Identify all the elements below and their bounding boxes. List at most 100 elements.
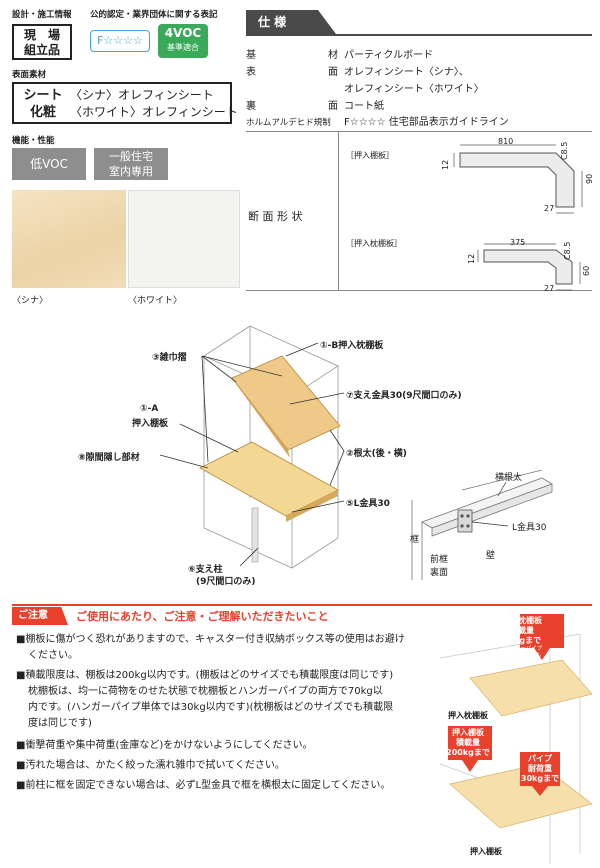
section2-title: ［押入枕棚板］ — [346, 239, 402, 248]
section2-thickness: 12 — [467, 253, 476, 264]
section2-depth: 60 — [582, 265, 591, 276]
load-makura: 押入枕棚板 積載量 70kgまで (ハンガーパイプ に用した荷重も 含みます。) — [486, 616, 558, 667]
section1-chamfer: C8.5 — [560, 141, 569, 160]
notice-line: ください。 — [28, 650, 78, 661]
spec-row-hyomen-2: オレフィンシート〈ホワイト〉 — [344, 84, 484, 95]
label-tana-shelf: 押入棚板 — [470, 847, 502, 856]
notice-line: 度は同じです) — [28, 718, 92, 729]
spec-value: オレフィンシート〈シナ〉、 — [344, 67, 469, 78]
notice-rule — [12, 604, 592, 606]
notice-line: ■積載限度は、棚板は200kg以内です。(棚板はどのサイズでも積載限度は同じです… — [16, 670, 394, 681]
label-sasae-kanagu: ⑦支え金具30(9尺間口のみ) — [346, 391, 462, 401]
load-makura-line: 積載量 — [510, 626, 534, 635]
spec-divider — [246, 290, 592, 291]
sheet-line1: シート — [23, 88, 63, 103]
sheet-box: シート 化粧 〈シナ〉オレフィンシート 〈ホワイト〉オレフィンシート — [12, 82, 238, 124]
indoor-badge-line2: 室内専用 — [109, 165, 153, 178]
load-illustration — [440, 614, 592, 864]
spec-value: F☆☆☆☆ 住宅部品表示ガイドライン — [344, 117, 509, 128]
load-tana-line: 200kgまで — [446, 748, 490, 757]
load-pipe-line: 30kgまで — [520, 774, 560, 783]
label-sasae-bashira-note: (9尺間口のみ) — [196, 577, 256, 587]
section1-width: 810 — [498, 137, 514, 146]
spec-row-hyomen: 表 面オレフィンシート〈シナ〉、 — [246, 63, 469, 78]
section1-thickness: 12 — [441, 159, 450, 170]
section1-drawing — [453, 144, 583, 214]
sheet-option-1: 〈シナ〉オレフィンシート — [70, 88, 214, 102]
func-title: 機能・性能 — [12, 136, 55, 146]
detail-rimen: 裏面 — [430, 568, 449, 578]
cert-info-label: 公的認定・業界団体に関する表記 — [90, 10, 218, 20]
spec-key: ホルムアルデヒド規制 — [246, 118, 331, 128]
low-voc-badge: 低VOC — [12, 148, 86, 180]
section2-bottom: 27 — [544, 284, 555, 293]
notice-title: ご使用にあたり、ご注意・ご理解いただきたいこと — [76, 610, 329, 623]
spec-row-kizai: 基 材パーティクルボード — [246, 46, 433, 61]
spec-key: 材 — [328, 50, 338, 61]
label-l-kanagu: ⑤L金具30 — [346, 499, 390, 509]
spec-value: コート紙 — [344, 101, 384, 112]
genba-line2: 組立品 — [23, 43, 60, 57]
f-star-badge: F☆☆☆☆ — [90, 30, 150, 52]
spec-rule — [246, 34, 592, 36]
sheet-option-2: 〈ホワイト〉オレフィンシート — [70, 105, 238, 119]
spec-header: 仕 様 — [246, 10, 336, 34]
sheet-line2: 化粧 — [29, 105, 56, 120]
spec-value: パーティクルボード — [344, 50, 434, 61]
spec-key: 基 — [246, 50, 256, 61]
load-makura-note: (ハンガーパイプ — [501, 646, 543, 652]
notice-line: ■棚板に傷がつく恐れがありますので、キャスター付き収納ボックス等の使用はお避け — [16, 634, 405, 645]
section1-title: ［押入棚板］ — [346, 151, 394, 160]
spec-divider-v — [338, 131, 339, 290]
load-pipe: パイプ 耐荷重 30kgまで — [518, 754, 562, 784]
label-sukima: ⑧隙間隠し部材 — [78, 453, 140, 463]
indoor-badge: 一般住宅 室内専用 — [94, 148, 168, 180]
label-zokinzuri: ③雑巾摺 — [152, 353, 187, 363]
genba-line1: 現 場 — [23, 28, 60, 42]
swatch-white-label: 〈ホワイト〉 — [128, 296, 183, 306]
section1-bottom: 27 — [544, 204, 555, 213]
notice-line: ■汚れた場合は、かたく絞った濡れ雑巾で拭いてください。 — [16, 760, 285, 771]
voc-badge-top: 4VOC — [164, 26, 202, 40]
load-makura-note: 含みます。) — [508, 660, 536, 666]
spec-key: 面 — [328, 67, 338, 78]
voc-badge-bottom: 基準適合 — [167, 43, 199, 52]
load-pipe-line: 耐荷重 — [528, 764, 552, 773]
load-tana-line: 積載量 — [456, 738, 480, 747]
indoor-badge-line1: 一般住宅 — [109, 150, 153, 163]
label-makura-b: ①-B押入枕棚板 — [320, 341, 384, 351]
design-info-label: 設計・施工情報 — [12, 10, 72, 20]
notice-line: 内です。(ハンガーパイプ単体では30kg以内です)(枕棚板はどのサイズでも積載限 — [28, 702, 394, 713]
spec-row-rimen: 裏面コート紙 — [246, 97, 384, 112]
notice-tag: ご注意 — [12, 607, 68, 625]
load-tana-line: 押入棚板 — [452, 728, 484, 737]
detail-yokoneta: 横根太 — [495, 473, 523, 483]
swatch-shina — [12, 190, 126, 288]
detail-kamachi: 框 — [410, 535, 420, 545]
section2-drawing — [477, 243, 581, 291]
swatch-white — [128, 190, 240, 288]
sheet-type: シート 化粧 — [20, 87, 66, 121]
sheet-options: 〈シナ〉オレフィンシート 〈ホワイト〉オレフィンシート — [70, 87, 238, 121]
load-makura-note: に用した荷重も — [502, 653, 542, 659]
voc-badge: 4VOC 基準適合 — [158, 24, 208, 58]
section1-depth: 90 — [585, 173, 594, 184]
cross-section-label: 断 面 形 状 — [248, 210, 303, 223]
genba-badge: 現 場 組立品 — [12, 24, 72, 60]
label-oshiire-a: 押入棚板 — [132, 419, 169, 429]
spec-key: 裏 — [246, 101, 256, 112]
section2-width: 375 — [510, 238, 526, 247]
detail-maekamachi: 前框 — [430, 555, 449, 565]
notice-line: ■衝撃荷重や集中荷重(金庫など)をかけないようにしてください。 — [16, 740, 313, 751]
load-makura-line: 70kgまで — [502, 636, 542, 645]
notice-line: 枕棚板は、均一に荷物をのせた状態で枕棚板とハンガーパイプの両方で70kg以 — [28, 686, 383, 697]
spec-row-formaldehyde: ホルムアルデヒド規制 F☆☆☆☆ 住宅部品表示ガイドライン — [246, 113, 509, 128]
surface-title: 表面素材 — [12, 70, 47, 80]
spec-key: 表 — [246, 67, 256, 78]
load-tana: 押入棚板 積載量 200kgまで — [446, 728, 490, 758]
load-pipe-line: パイプ — [528, 754, 552, 763]
detail-l-kanagu: L金具30 — [512, 523, 547, 533]
notice-line: ■前柱に框を固定できない場合は、必ずL型金具で框を横根太に固定してください。 — [16, 780, 391, 791]
label-neta: ②根太(後・横) — [346, 449, 407, 459]
label-sasae-bashira: ⑥支え柱 — [188, 565, 223, 575]
